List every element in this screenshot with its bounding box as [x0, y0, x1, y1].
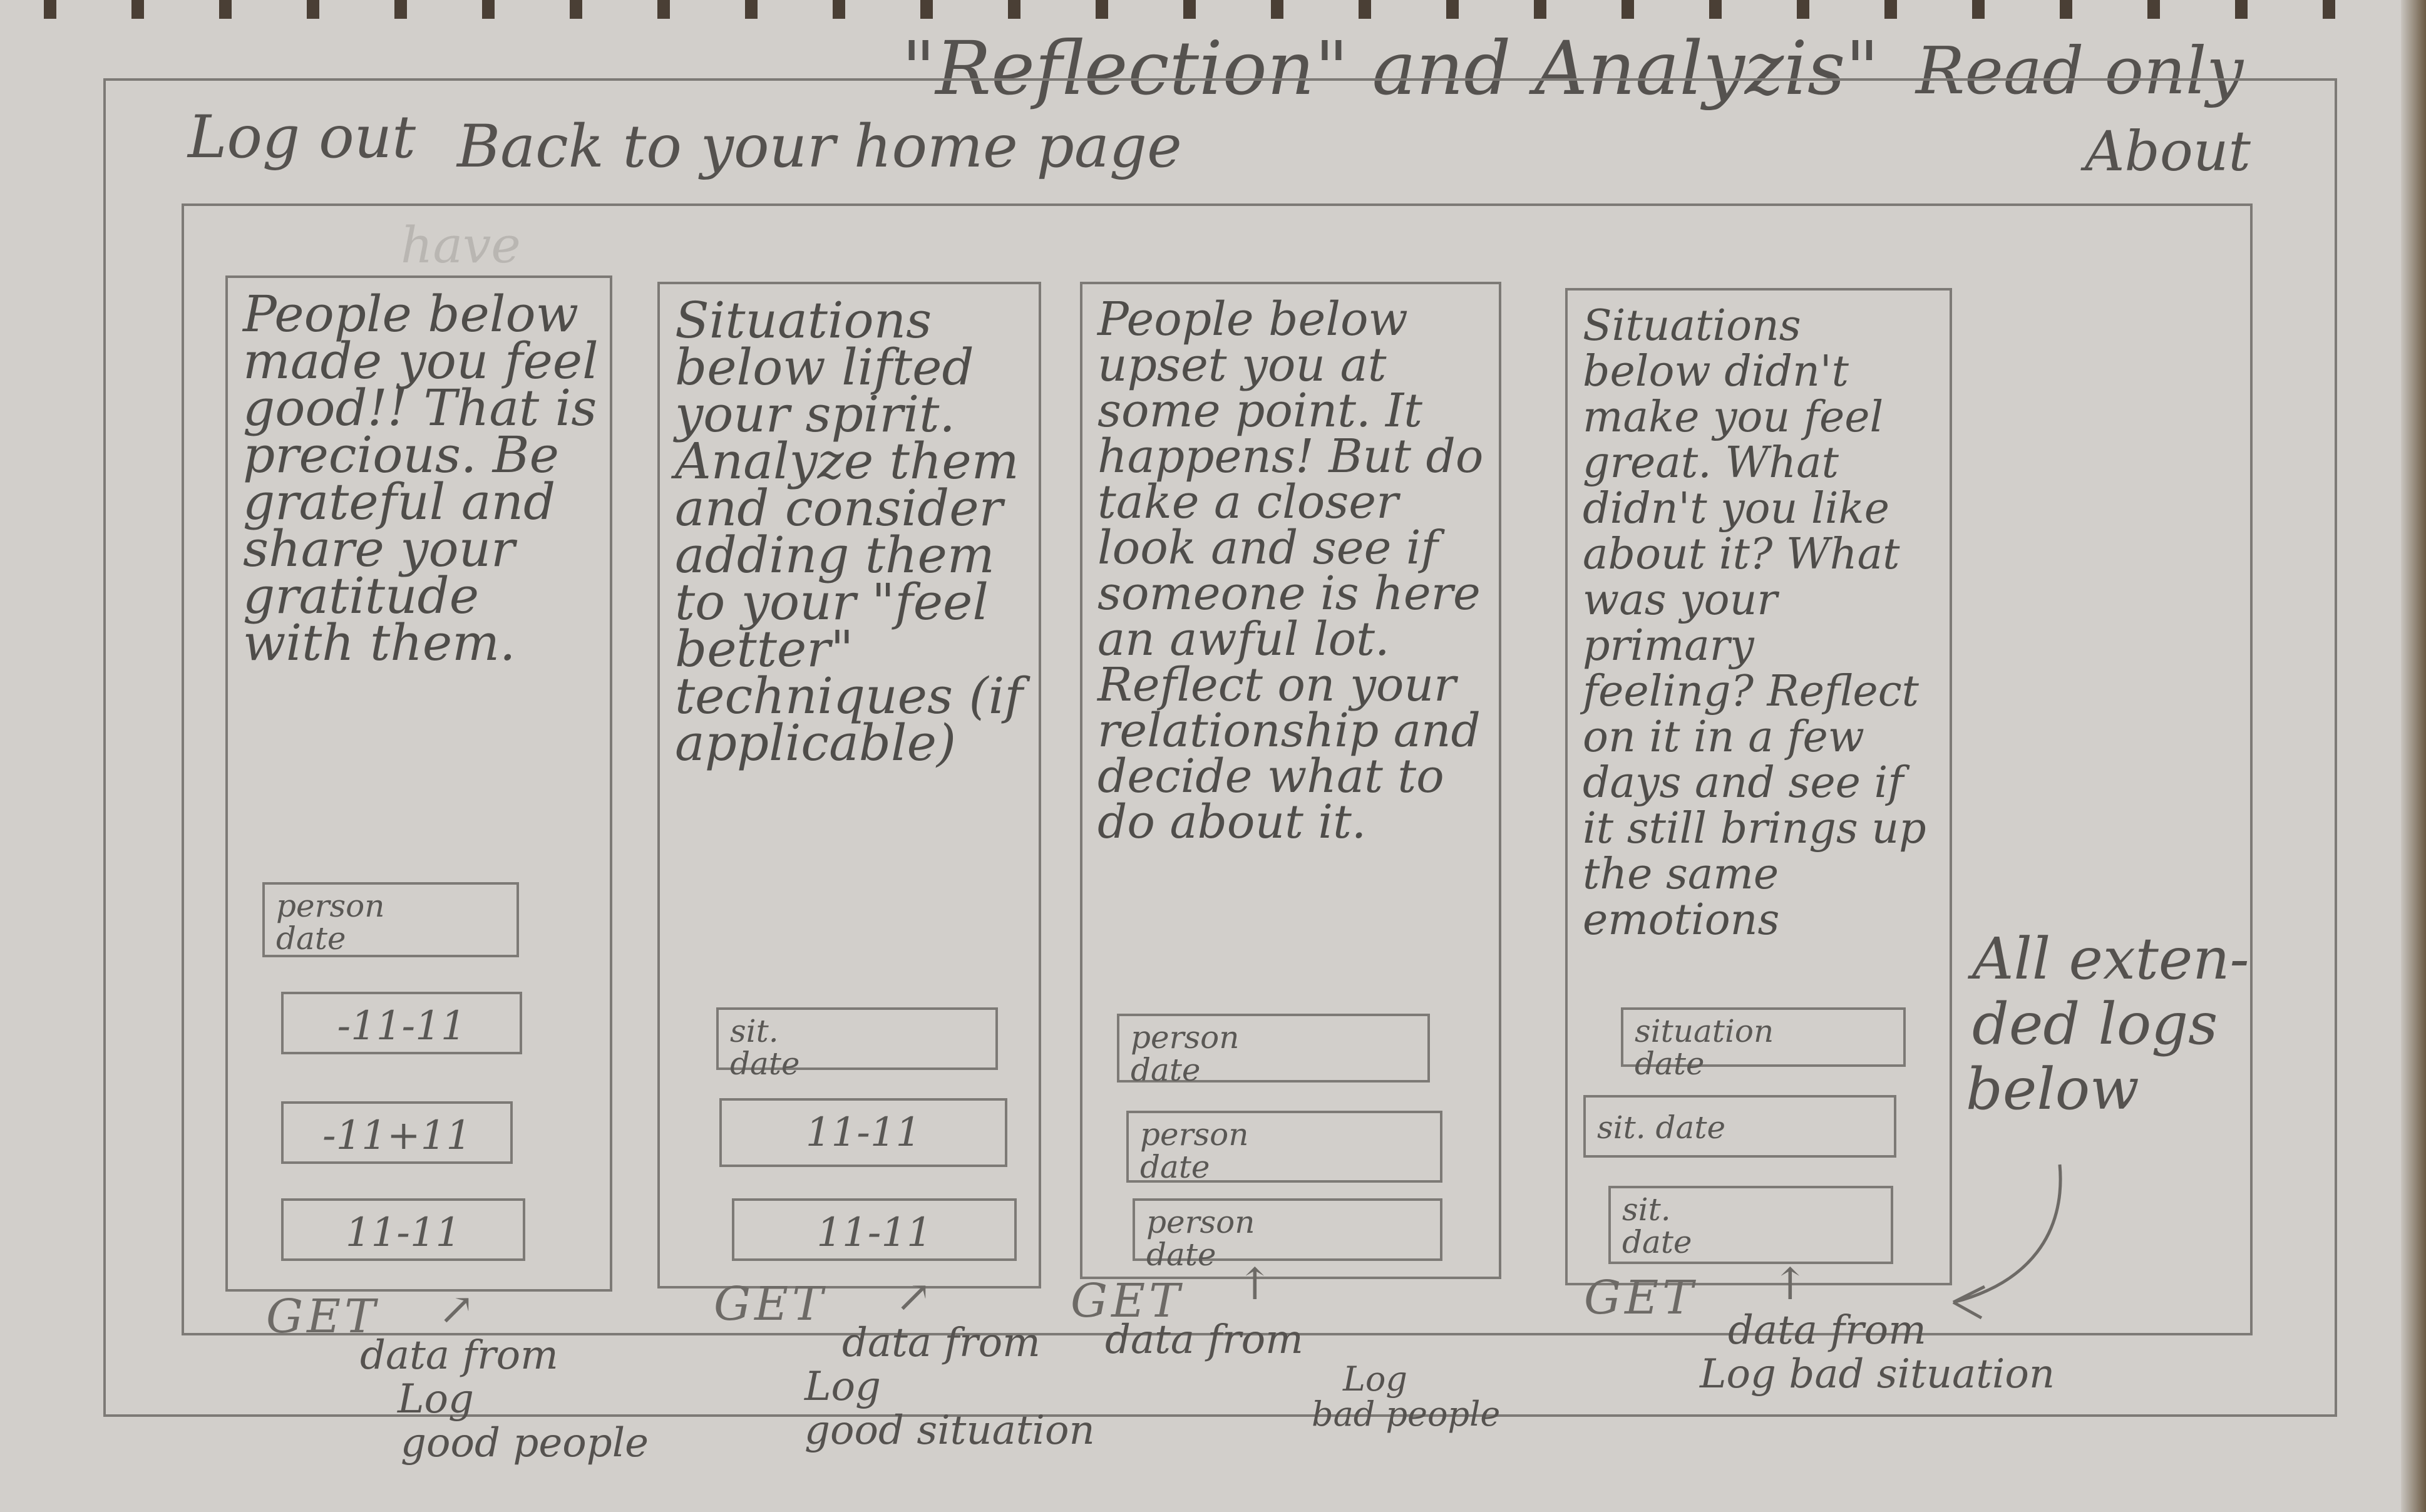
arrow-up-icon: ↑: [1772, 1258, 1809, 1310]
entry-date: date: [1146, 1237, 1216, 1273]
entry-date: 11-11: [805, 1109, 922, 1156]
note-line: data from: [1728, 1307, 1926, 1354]
entry-date: 11-11: [345, 1210, 461, 1256]
get-request-label: GET: [1584, 1271, 1697, 1325]
read-only-label: Read only: [1916, 33, 2244, 109]
entry-date: date: [1131, 1052, 1201, 1088]
note-line: data from: [842, 1320, 1041, 1366]
note-line: good situation: [804, 1407, 1095, 1454]
log-entry[interactable]: 11-11: [281, 1198, 525, 1261]
entry-person: person: [1131, 1019, 1240, 1056]
arrow-up-icon: ↗: [895, 1271, 932, 1322]
about-link[interactable]: About: [2085, 119, 2251, 183]
entry-date: date: [1140, 1149, 1210, 1185]
log-entry[interactable]: sit. date: [716, 1007, 998, 1080]
note-line: good people: [401, 1420, 649, 1466]
arrow-up-icon: ↑: [1236, 1258, 1273, 1310]
log-entry[interactable]: person date: [1133, 1198, 1442, 1271]
bad-situations-description: Situations below didn't make you feel gr…: [1583, 301, 1926, 945]
entry-date: date: [1635, 1046, 1705, 1082]
get-request-label: GET: [1071, 1274, 1184, 1328]
data-source-note: data from Log good people: [360, 1334, 649, 1465]
log-entry[interactable]: 11-11: [732, 1198, 1017, 1261]
log-entry[interactable]: -11+11: [281, 1101, 513, 1164]
log-entry[interactable]: sit. date: [1608, 1186, 1893, 1264]
log-entry[interactable]: -11-11: [281, 992, 522, 1054]
arrow-up-icon: ↗: [438, 1283, 475, 1335]
back-home-link[interactable]: Back to your home page: [457, 113, 1182, 181]
erased-note: have: [401, 216, 521, 274]
data-source-note: data from Log bad situation: [1700, 1309, 2055, 1396]
log-entry[interactable]: 11-11: [719, 1098, 1007, 1167]
get-request-label: GET: [714, 1277, 827, 1331]
good-situations-column: Situations below lifted your spirit. Ana…: [657, 282, 1041, 1288]
entry-situation: sit. date: [1597, 1109, 1726, 1146]
log-entry[interactable]: person date: [1117, 1014, 1430, 1088]
curved-arrow-icon: [1952, 1164, 2062, 1320]
page-title: "Reflection" and Analyzis": [902, 25, 1879, 111]
data-source-note: data from Log good situation: [804, 1321, 1095, 1453]
entry-date: 11-11: [816, 1210, 932, 1256]
log-entry[interactable]: person date: [1126, 1111, 1442, 1183]
entry-person: person: [276, 888, 385, 924]
note-line: below: [1966, 1056, 2139, 1123]
note-line: data from: [360, 1332, 558, 1379]
log-entry[interactable]: person date: [262, 882, 519, 957]
extended-logs-note: All exten- ded logs below: [1966, 925, 2249, 1122]
entry-situation: situation: [1635, 1013, 1774, 1049]
log-entry[interactable]: situation date: [1621, 1007, 1906, 1080]
note-line: All exten-: [1972, 925, 2249, 992]
good-situations-description: Situations below lifted your spirit. Ana…: [675, 291, 1023, 772]
table-background: [2401, 0, 2426, 1512]
entry-situation: sit.: [730, 1013, 779, 1049]
entry-situation: sit.: [1622, 1191, 1671, 1228]
entry-date: date: [730, 1046, 800, 1082]
get-request-label: GET: [266, 1290, 379, 1344]
note-line: Log: [398, 1376, 474, 1422]
good-people-description: People below made you feel good!! That i…: [243, 285, 599, 672]
data-source-note: data from Log bad people: [1105, 1318, 1500, 1432]
entry-date: date: [276, 920, 346, 957]
entry-person: person: [1140, 1116, 1249, 1153]
logout-link[interactable]: Log out: [188, 103, 416, 172]
entry-date: -11+11: [322, 1113, 472, 1159]
bad-people-column: People below upset you at some point. It…: [1080, 282, 1501, 1279]
good-people-column: People below made you feel good!! That i…: [225, 275, 612, 1292]
content-panel: [182, 203, 2253, 1335]
note-line: Log: [1343, 1359, 1407, 1399]
note-line: Log bad situation: [1700, 1351, 2055, 1397]
note-line: ded logs: [1972, 990, 2218, 1057]
log-entry[interactable]: sit. date: [1583, 1095, 1896, 1158]
entry-date: -11-11: [337, 1003, 466, 1049]
bad-people-description: People below upset you at some point. It…: [1097, 292, 1484, 849]
note-line: bad people: [1312, 1394, 1501, 1434]
bad-situations-column: Situations below didn't make you feel gr…: [1565, 288, 1952, 1285]
notebook-spiral-edge: [0, 0, 2426, 19]
browser-window: [103, 78, 2337, 1417]
note-line: data from: [1105, 1317, 1303, 1363]
note-line: Log: [804, 1364, 881, 1410]
entry-person: person: [1146, 1204, 1255, 1240]
entry-date: date: [1622, 1224, 1692, 1260]
